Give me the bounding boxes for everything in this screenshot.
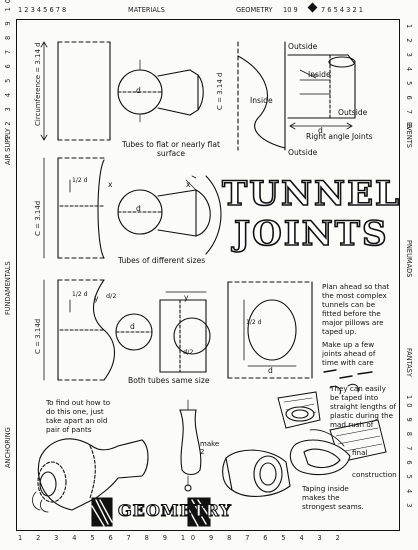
label-d-2: d xyxy=(136,204,141,213)
page-border xyxy=(16,19,400,531)
logo-text: GEOMETRY xyxy=(117,500,232,520)
note-make-up: Make up a few joints ahead of time with … xyxy=(322,340,376,367)
diagram-tube-to-flat xyxy=(40,41,204,141)
geometry-logo xyxy=(91,497,211,527)
label-half-d-1: 1/2 d xyxy=(72,177,88,184)
edge-top-materials: MATERIALS xyxy=(128,6,165,14)
label-d-over-2-1: d/2 xyxy=(106,292,117,300)
label-circumference: Circumference = 3.14 d xyxy=(34,42,42,126)
label-y-2: y xyxy=(184,293,189,302)
note-construction: construction xyxy=(352,470,397,479)
diagram-pants-joint xyxy=(32,399,202,513)
title-line-2: JOINTS xyxy=(233,213,389,255)
label-half-d-3: 1/2 d xyxy=(246,319,262,326)
diagram-different-sizes xyxy=(43,157,222,259)
note-plan-ahead: Plan ahead so that the most complex tunn… xyxy=(322,282,390,336)
label-half-d-2: 1/2 d xyxy=(72,291,88,298)
edge-top-geometry: GEOMETRY xyxy=(236,6,273,14)
label-inside-2: Inside xyxy=(250,96,273,105)
edge-top-numbers-left: 1 2 3 4 5 6 7 8 xyxy=(18,6,67,14)
diagram-same-size xyxy=(43,279,313,381)
label-y-1: y xyxy=(94,294,99,303)
note-final: final xyxy=(352,448,368,457)
caption-right-angle: Right angle Joints xyxy=(306,132,373,141)
edge-bottom-numbers: 1 2 3 4 5 6 7 8 9 10 9 8 7 6 5 4 3 2 xyxy=(18,534,346,542)
label-outside-1: Outside xyxy=(288,42,318,51)
label-d-3: d xyxy=(130,322,135,331)
caption-different-sizes: Tubes of different sizes xyxy=(118,256,206,265)
edge-top-numbers-b: 7 6 5 4 3 2 1 xyxy=(321,6,363,14)
label-d-4: d xyxy=(268,366,273,375)
caption-flat-surface: Tubes to flat or nearly flat surface xyxy=(122,140,220,158)
label-x-2: x xyxy=(186,180,191,189)
label-make-2: make 2 xyxy=(200,440,220,456)
note-they-can: They can easily be taped into straight l… xyxy=(330,384,397,429)
joint-sketches xyxy=(222,369,387,497)
label-d-5: d xyxy=(318,126,323,135)
label-c-314d-low: C = 3.14d xyxy=(34,318,42,354)
label-d-1: d xyxy=(136,86,141,95)
diagram-right-angle xyxy=(237,41,356,151)
label-c-314d-top: C = 3.14 d xyxy=(216,72,224,110)
label-x-1: x xyxy=(108,180,113,189)
note-find-out: To find out how to do this one, just tak… xyxy=(46,398,111,434)
label-inside-1: Inside xyxy=(308,70,331,79)
title-line-1: TUNNEL xyxy=(221,173,401,215)
label-outside-3: Outside xyxy=(288,148,318,157)
note-taping-inside: Taping inside makes the strongest seams. xyxy=(302,484,364,511)
label-d-over-2-2: d/2 xyxy=(183,348,194,356)
edge-top-numbers-a: 10 9 xyxy=(283,6,298,14)
caption-same-size: Both tubes same size xyxy=(128,376,210,385)
label-outside-2: Outside xyxy=(338,108,368,117)
label-c-314d-mid: C = 3.14d xyxy=(34,200,42,236)
